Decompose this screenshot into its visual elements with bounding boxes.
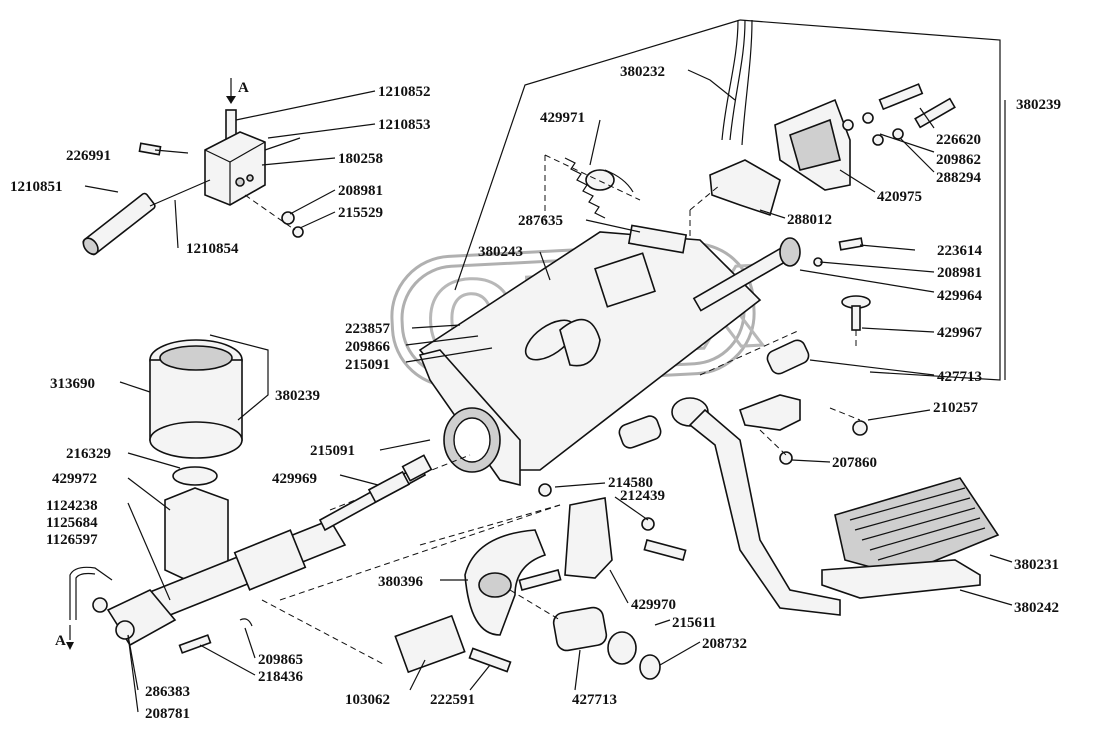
label-1210852: 1210852 xyxy=(378,84,431,100)
leaders-top-left xyxy=(84,90,376,249)
label-218436: 218436 xyxy=(258,669,304,685)
label-429971: 429971 xyxy=(540,110,585,126)
label-427713-b: 427713 xyxy=(572,692,617,708)
pedal-bracket xyxy=(418,19,1001,487)
label-1124238: 1124238 xyxy=(46,498,98,514)
view-marker-top: A xyxy=(238,80,249,96)
label-429970: 429970 xyxy=(631,597,676,613)
label-215091-b: 215091 xyxy=(310,443,355,459)
label-216329: 216329 xyxy=(66,446,111,462)
label-103062: 103062 xyxy=(345,692,390,708)
label-215529: 215529 xyxy=(338,205,383,221)
label-223857: 223857 xyxy=(345,321,391,337)
pedal-assembly xyxy=(618,329,868,616)
label-208981-a: 208981 xyxy=(338,183,383,199)
label-380396: 380396 xyxy=(378,574,424,590)
stop-knob xyxy=(841,295,871,350)
label-215611: 215611 xyxy=(672,615,716,631)
label-223614: 223614 xyxy=(937,243,983,259)
label-429967: 429967 xyxy=(937,325,983,341)
label-1125684: 1125684 xyxy=(46,515,98,531)
label-429972: 429972 xyxy=(52,471,97,487)
label-226620: 226620 xyxy=(936,132,981,148)
label-208981-b: 208981 xyxy=(937,265,982,281)
label-380239-a: 380239 xyxy=(1016,97,1061,113)
view-marker-bottom: A xyxy=(55,633,66,649)
label-380243: 380243 xyxy=(478,244,523,260)
label-208781: 208781 xyxy=(145,706,190,722)
label-380232: 380232 xyxy=(620,64,665,80)
label-286383: 286383 xyxy=(145,684,190,700)
label-288012: 288012 xyxy=(787,212,832,228)
part-labels: 1210852 1210853 226991 180258 1210851 20… xyxy=(10,64,1061,722)
upper-bracket-parts xyxy=(689,83,956,267)
label-1210851: 1210851 xyxy=(10,179,63,195)
label-429969: 429969 xyxy=(272,471,317,487)
label-210257: 210257 xyxy=(933,400,979,416)
pedal-pad xyxy=(821,477,1000,599)
label-313690: 313690 xyxy=(50,376,95,392)
label-209865: 209865 xyxy=(258,652,303,668)
valve-assembly: A xyxy=(82,78,304,256)
return-spring xyxy=(544,154,641,225)
leaders-main xyxy=(119,69,1013,713)
label-288294: 288294 xyxy=(936,170,982,186)
label-180258: 180258 xyxy=(338,151,383,167)
master-cylinder: A xyxy=(55,339,561,666)
label-209862: 209862 xyxy=(936,152,981,168)
label-380231: 380231 xyxy=(1014,557,1059,573)
label-1210854: 1210854 xyxy=(186,241,239,257)
label-222591: 222591 xyxy=(430,692,475,708)
label-1126597: 1126597 xyxy=(46,532,98,548)
label-1210853: 1210853 xyxy=(378,117,431,133)
cable xyxy=(721,19,753,146)
label-380239-b: 380239 xyxy=(275,388,320,404)
label-208732: 208732 xyxy=(702,636,747,652)
label-420975: 420975 xyxy=(877,189,922,205)
label-212439: 212439 xyxy=(620,488,665,504)
label-214580: 214580 xyxy=(608,475,653,491)
label-427713-a: 427713 xyxy=(937,369,982,385)
label-215091-a: 215091 xyxy=(345,357,390,373)
lower-linkage xyxy=(394,483,687,680)
label-429964: 429964 xyxy=(937,288,983,304)
label-207860: 207860 xyxy=(832,455,877,471)
label-380242: 380242 xyxy=(1014,600,1059,616)
label-287635: 287635 xyxy=(518,213,563,229)
label-226991: 226991 xyxy=(66,148,111,164)
label-209866: 209866 xyxy=(345,339,391,355)
push-rod xyxy=(318,454,433,532)
